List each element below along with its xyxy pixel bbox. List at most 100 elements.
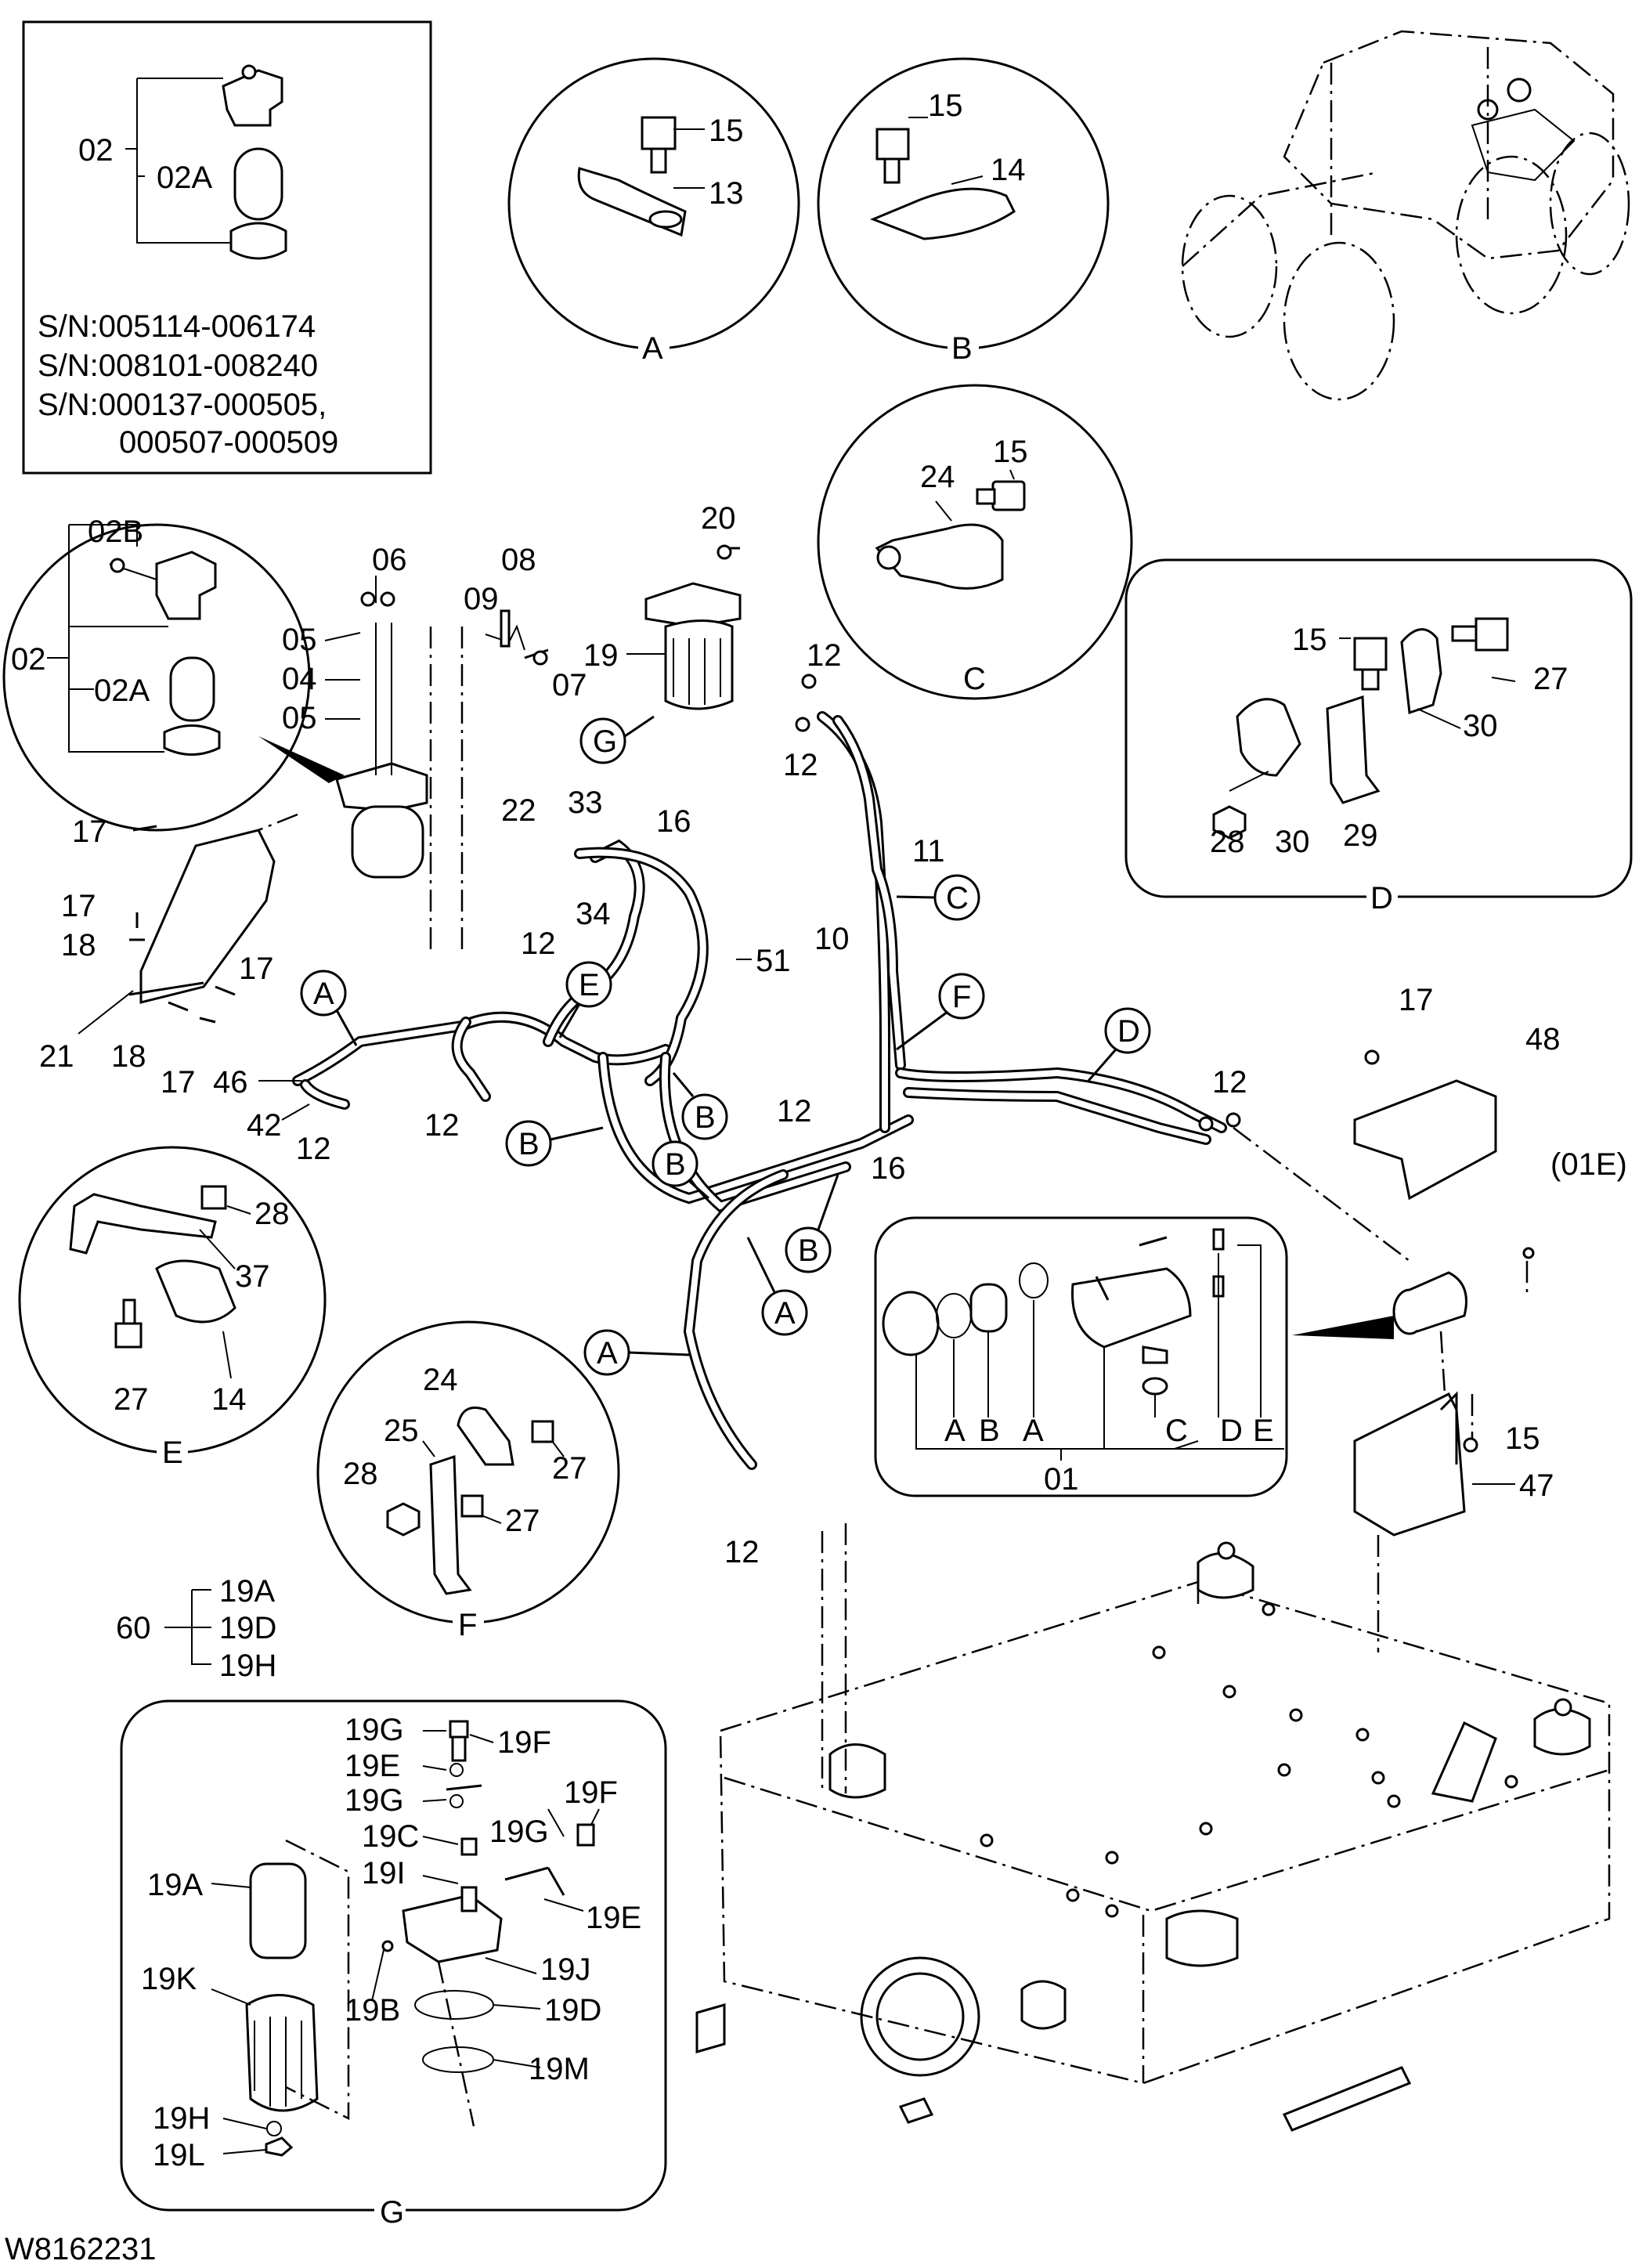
label-15: 15 [1505,1421,1540,1456]
detail-f: 24 25 27 28 27 F [316,1320,620,1642]
filter-bowl-icon [229,222,287,260]
svg-text:A: A [774,1296,796,1331]
label-12h: 12 [1212,1065,1247,1100]
serial-line-1: S/N:005114-006174 [38,309,316,344]
svg-text:B: B [518,1127,540,1161]
oring-a2-icon [1019,1262,1049,1298]
tank-port-icon [860,1956,980,2077]
svg-text:B: B [695,1100,716,1135]
serial-line-3: S/N:000137-000505, [38,388,327,422]
callout-b-2: B [505,1120,604,1167]
label-e: E [1253,1414,1274,1448]
label-21: 21 [39,1039,74,1074]
svg-text:G: G [593,724,617,759]
label-33: 33 [568,785,603,820]
label-24: 24 [920,460,955,494]
label-12e: 12 [521,926,556,961]
filter-element-icon [233,147,283,221]
bolt-15-icon [875,128,910,161]
label-02b: 02B [88,515,143,549]
label-12g: 12 [724,1535,760,1569]
serial-line-4: 000507-000509 [119,425,338,460]
svg-text:B: B [798,1233,819,1268]
label-19j: 19J [540,1952,591,1987]
label-37: 37 [235,1259,270,1294]
label-47: 47 [1519,1468,1554,1503]
label-27: 27 [114,1382,149,1417]
label-19g: 19G [345,1713,404,1747]
detail-f-caption: F [458,1608,477,1642]
detail-g: 19G 19F 19E 19G 19F 19G 19C 19I 19E 19A … [120,1699,667,2230]
callout-a-2: A [746,1237,808,1336]
detail-c-caption: C [963,662,986,696]
filter-element-icon [169,656,215,722]
bracket-21-icon [139,829,276,1004]
label-17: 17 [72,814,107,849]
detail-d: 15 27 30 28 30 29 D [1124,558,1633,916]
label-16: 16 [656,804,691,839]
label-02a: 02A [157,161,212,195]
detail-e: 28 37 27 14 E [18,1146,327,1472]
detail-e-caption: E [162,1436,183,1470]
machine-overview [1181,30,1630,401]
label-15: 15 [709,114,744,148]
serial-number-box: 02 02A S/N:005114-006174 S/N:008101-0082… [22,20,432,475]
bolt-15-icon [991,480,1026,511]
drawing-id: W8162231 [5,2232,156,2266]
kit-60: 60 19A 19D 19H [116,1574,276,1683]
label-09: 09 [464,582,499,616]
label-19h: 19H [153,2101,210,2136]
label-02: 02 [78,133,114,168]
label-15: 15 [928,88,963,123]
label-46: 46 [213,1065,248,1100]
label-12: 12 [807,638,842,673]
label-08: 08 [501,543,536,577]
callout-b-3: B [652,1140,709,1200]
label-34: 34 [576,897,611,931]
label-19c: 19C [362,1819,419,1854]
label-12c: 12 [296,1132,331,1166]
oring-a-icon [936,1293,972,1338]
label-30: 30 [1463,709,1498,743]
label-14: 14 [991,153,1026,187]
label-19h: 19H [219,1649,276,1683]
nut-28-icon [386,1502,421,1537]
label-17b: 17 [61,889,96,923]
label-17d: 17 [161,1065,196,1100]
callout-d: D [1087,1007,1151,1082]
label-17c: 17 [239,952,274,986]
label-07: 07 [552,668,587,702]
label-c: C [1165,1414,1188,1448]
nut-19l-icon [265,2136,294,2157]
label-b: B [979,1414,1000,1448]
oring-19d-icon [414,1990,494,2020]
label-28: 28 [343,1457,378,1491]
label-19g-c: 19G [489,1815,549,1849]
pointer-wedge [258,736,345,783]
detail-a-caption: A [642,331,663,366]
clamp-24-icon [457,1407,514,1466]
filter-head-icon [222,69,283,127]
tank-mount-icon [1533,1708,1591,1756]
label-27b: 27 [505,1504,540,1538]
label-15: 15 [993,435,1028,469]
label-15: 15 [1292,623,1327,657]
filter-head-19-icon [644,582,742,628]
label-11: 11 [912,834,945,869]
bolt-15-icon [1353,637,1388,671]
bolt-27-icon [1475,617,1509,652]
detail-b-caption: B [951,331,973,366]
label-19e: 19E [345,1749,400,1783]
nut-28-icon [200,1185,227,1210]
filter-head-icon [335,762,428,812]
label-a: A [944,1414,966,1448]
filter-element-19a-icon [249,1862,307,1959]
svg-text:C: C [946,881,969,916]
main-filter-assembly [128,544,817,1024]
cap-icon [882,1291,940,1356]
tank-mount-icon [1197,1552,1254,1599]
clamp-30-icon [1236,698,1301,777]
tank-outline [719,1580,1611,2085]
label-12d: 12 [424,1108,460,1143]
nut-28-icon [1212,805,1247,840]
